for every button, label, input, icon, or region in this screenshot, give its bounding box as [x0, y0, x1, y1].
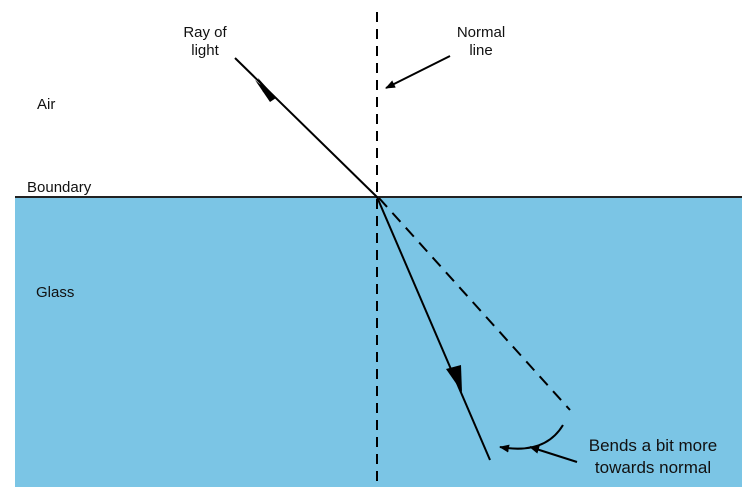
boundary-label: Boundary — [27, 179, 92, 196]
normal-label-line1: Normal — [456, 24, 506, 41]
refracted-arrow-icon — [446, 365, 462, 392]
ray-label-line1: Ray of — [183, 24, 227, 41]
normal-line-label: Normal line — [446, 24, 516, 60]
bends-pointer-arrow — [529, 445, 578, 463]
bends-label: Bends a bit more towards normal — [570, 435, 736, 479]
bends-label-line2: towards normal — [594, 458, 712, 477]
bends-label-line1: Bends a bit more — [588, 436, 718, 455]
normal-label-line2: line — [469, 42, 493, 59]
undeviated-path — [378, 197, 571, 411]
incident-ray — [234, 57, 378, 198]
refracted-ray — [376, 196, 491, 461]
air-label: Air — [37, 96, 56, 113]
bend-arc — [499, 424, 564, 453]
normal-pointer-arrow — [385, 55, 451, 89]
ray-of-light-label: Ray of light — [175, 24, 235, 60]
glass-label: Glass — [36, 284, 75, 301]
ray-label-line2: light — [191, 42, 219, 59]
incident-arrow-icon — [258, 78, 277, 99]
glass-region — [15, 197, 742, 487]
